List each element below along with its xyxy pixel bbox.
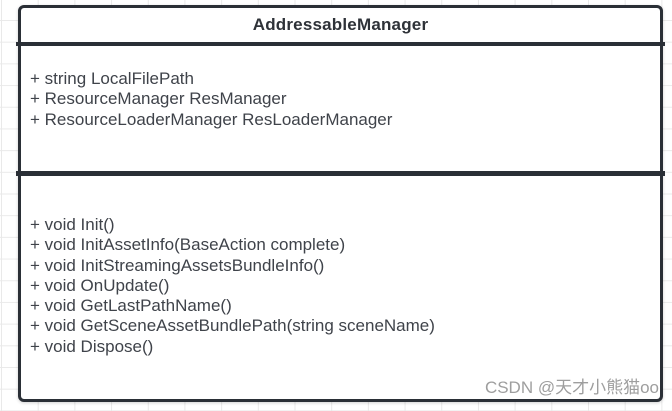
method-row: + void InitStreamingAssetsBundleInfo() [30,255,325,275]
field-row: + ResourceManager ResManager [30,89,287,109]
field-row: + string LocalFilePath [30,69,194,88]
field-row: + ResourceLoaderManager ResLoaderManager [30,109,393,129]
uml-class-box: AddressableManager + string LocalFilePat… [16,5,665,402]
csdn-watermark: CSDN @天才小熊猫oo [484,378,659,397]
title-divider [16,42,665,46]
method-row: + void GetLastPathName() [30,296,232,316]
fields-compartment: + string LocalFilePath+ ResourceManager … [21,46,660,171]
method-row: + void Dispose() [30,336,154,356]
fields-methods-divider [16,171,665,176]
method-row: + void Init() [30,215,115,234]
method-row: + void GetSceneAssetBundlePath(string sc… [30,316,435,336]
method-row: + void OnUpdate() [30,275,170,295]
class-name-title: AddressableManager [252,15,429,34]
method-row: + void InitAssetInfo(BaseAction complete… [30,235,346,255]
methods-compartment: + void Init()+ void InitAssetInfo(BaseAc… [21,176,660,399]
